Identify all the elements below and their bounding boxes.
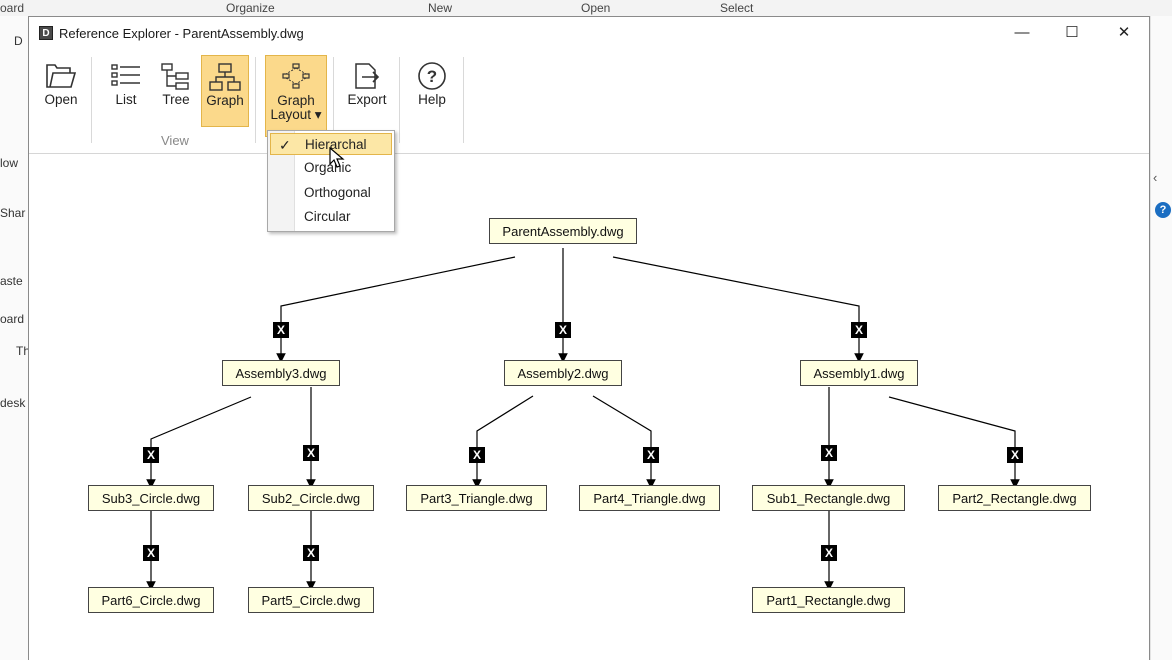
app-icon: D <box>39 26 53 40</box>
broken-reference-marker: X <box>851 322 867 338</box>
ribbon-separator <box>399 57 400 143</box>
graph-canvas[interactable]: X X X X X X X X X X X X ParentAssembly.d… <box>29 154 1149 661</box>
maximize-button[interactable]: ☐ <box>1065 24 1079 41</box>
graph-layout-button[interactable]: Graph Layout ▾ <box>265 55 327 137</box>
help-label: Help <box>418 92 446 107</box>
node-part6-circle[interactable]: Part6_Circle.dwg <box>88 587 214 613</box>
bg-group-label: Open <box>581 1 611 15</box>
export-button[interactable]: Export <box>341 55 393 127</box>
tree-button[interactable]: Tree <box>153 55 199 127</box>
menu-item-label: Hierarchal <box>305 137 367 152</box>
help-button[interactable]: ? Help <box>409 55 455 127</box>
folder-icon <box>46 64 77 88</box>
broken-reference-marker: X <box>1007 447 1023 463</box>
broken-reference-marker: X <box>143 447 159 463</box>
graph-icon <box>209 63 241 91</box>
ribbon: Open List Tree <box>29 49 1149 154</box>
open-button[interactable]: Open <box>37 55 85 127</box>
bg-fragment: Shar <box>0 206 26 220</box>
node-part5-circle[interactable]: Part5_Circle.dwg <box>248 587 374 613</box>
bg-group-label: oard <box>0 1 25 15</box>
close-button[interactable]: ✕ <box>1117 24 1131 41</box>
broken-reference-marker: X <box>303 545 319 561</box>
broken-reference-marker: X <box>469 447 485 463</box>
ribbon-separator <box>333 57 334 143</box>
broken-reference-marker: X <box>821 445 837 461</box>
graph-layout-label-line1: Graph <box>277 93 315 108</box>
node-sub2-circle[interactable]: Sub2_Circle.dwg <box>248 485 374 511</box>
bg-group-label: Select <box>720 1 754 15</box>
menu-item-circular[interactable]: Circular <box>270 206 392 228</box>
bg-close-icon: ‹ <box>1153 170 1158 185</box>
node-assembly1[interactable]: Assembly1.dwg <box>800 360 918 386</box>
list-label: List <box>115 92 137 107</box>
bg-fragment: Th <box>16 344 29 358</box>
ribbon-separator <box>463 57 464 143</box>
menu-item-label: Circular <box>304 209 351 224</box>
menu-item-orthogonal[interactable]: Orthogonal <box>270 182 392 204</box>
export-icon <box>355 63 380 89</box>
tree-icon <box>161 63 189 90</box>
bg-group-label: New <box>428 1 453 15</box>
background-left-panel: D low Shar aste oard Th desk <box>0 16 29 660</box>
bg-fragment: low <box>0 156 19 170</box>
broken-reference-marker: X <box>555 322 571 338</box>
open-label: Open <box>44 92 78 107</box>
mouse-cursor-icon <box>329 147 345 168</box>
window-title: Reference Explorer - ParentAssembly.dwg <box>59 26 304 41</box>
broken-reference-marker: X <box>821 545 837 561</box>
graph-button[interactable]: Graph <box>201 55 249 127</box>
svg-text:?: ? <box>427 67 437 86</box>
node-sub1-rectangle[interactable]: Sub1_Rectangle.dwg <box>752 485 905 511</box>
bg-fragment: aste <box>0 274 23 288</box>
node-assembly3[interactable]: Assembly3.dwg <box>222 360 340 386</box>
bg-fragment: D <box>14 34 23 48</box>
graph-layout-icon <box>282 63 310 89</box>
background-right-panel: ‹ ? <box>1150 16 1172 660</box>
checkmark-icon: ✓ <box>279 137 291 153</box>
tree-label: Tree <box>162 92 190 107</box>
node-assembly2[interactable]: Assembly2.dwg <box>504 360 622 386</box>
node-sub3-circle[interactable]: Sub3_Circle.dwg <box>88 485 214 511</box>
help-icon: ? <box>418 62 446 90</box>
graph-label: Graph <box>206 93 244 108</box>
node-part3-triangle[interactable]: Part3_Triangle.dwg <box>406 485 547 511</box>
graph-edges <box>146 248 1020 591</box>
ribbon-separator <box>255 57 256 143</box>
reference-explorer-window: D Reference Explorer - ParentAssembly.dw… <box>28 16 1150 661</box>
bg-help-icon: ? <box>1155 202 1171 218</box>
list-button[interactable]: List <box>103 55 149 127</box>
export-label: Export <box>347 92 387 107</box>
view-group-label: View <box>161 133 189 148</box>
graph-layout-label-line2: Layout ▾ <box>270 107 322 122</box>
graph-layout-menu: ✓ Hierarchal Organic Orthogonal Circular <box>267 130 395 232</box>
bg-group-label: Organize <box>226 1 275 15</box>
bg-fragment: desk <box>0 396 26 410</box>
background-ribbon-labels: oard Organize New Open Select <box>0 0 1172 17</box>
title-bar[interactable]: D Reference Explorer - ParentAssembly.dw… <box>29 17 1149 49</box>
broken-reference-marker: X <box>143 545 159 561</box>
bg-fragment: oard <box>0 312 25 326</box>
node-part2-rectangle[interactable]: Part2_Rectangle.dwg <box>938 485 1091 511</box>
minimize-button[interactable]: — <box>1014 24 1030 41</box>
node-parentassembly[interactable]: ParentAssembly.dwg <box>489 218 637 244</box>
node-part4-triangle[interactable]: Part4_Triangle.dwg <box>579 485 720 511</box>
broken-reference-marker: X <box>303 445 319 461</box>
node-part1-rectangle[interactable]: Part1_Rectangle.dwg <box>752 587 905 613</box>
list-icon <box>111 64 140 86</box>
broken-reference-marker: X <box>273 322 289 338</box>
ribbon-separator <box>91 57 92 143</box>
menu-item-label: Orthogonal <box>304 185 371 200</box>
broken-reference-marker: X <box>643 447 659 463</box>
